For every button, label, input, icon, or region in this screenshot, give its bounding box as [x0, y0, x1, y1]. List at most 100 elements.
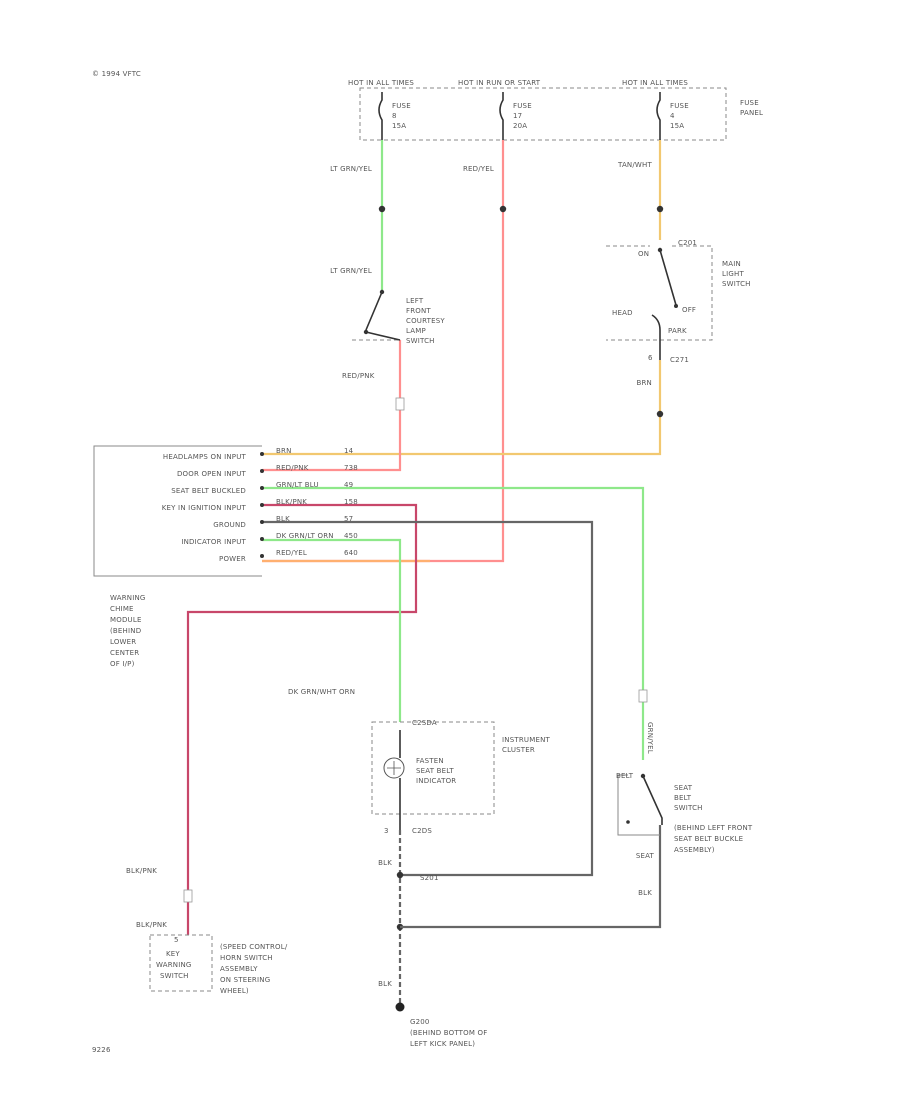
- seat-belt-switch-outline: [617, 774, 660, 836]
- indicator-label-2: SEAT BELT: [416, 767, 454, 775]
- light-switch-on-label: ON: [638, 250, 649, 258]
- cluster-connector-bot: C2DS: [412, 827, 432, 835]
- module-input-label: INDICATOR INPUT: [181, 538, 246, 546]
- diagram-code: 9226: [92, 1046, 111, 1054]
- fuse-17-name: FUSE: [513, 102, 532, 110]
- module-desc-7: OF I/P): [110, 660, 135, 668]
- module-pin-wire-color: RED/YEL: [276, 549, 307, 557]
- key-switch-label-3: SWITCH: [160, 972, 189, 980]
- wire-label-grn-yel: GRN/YEL: [646, 722, 654, 754]
- wire-label-tan-wht: TAN/WHT: [617, 161, 653, 169]
- light-switch-park-label: PARK: [668, 327, 687, 335]
- light-switch-connector-bot: C271: [670, 356, 689, 364]
- fuse-4-symbol: [656, 92, 661, 140]
- light-switch-blade-2: [651, 314, 661, 360]
- hot-label-2: HOT IN RUN OR START: [458, 79, 541, 87]
- left-front-courtesy-lamp-switch: LEFT FRONT COURTESY LAMP SWITCH: [352, 289, 445, 345]
- module-desc-3: MODULE: [110, 616, 142, 624]
- seat-belt-inline-connector: [638, 689, 648, 703]
- light-switch-name-2: LIGHT: [722, 270, 744, 278]
- hot-label-1: HOT IN ALL TIMES: [348, 79, 414, 87]
- module-desc-1: WARNING: [110, 594, 146, 602]
- module-pin-number: 738: [344, 464, 358, 472]
- courtesy-label-1: LEFT: [406, 297, 424, 305]
- splice-brn: [656, 410, 664, 418]
- wire-red-pnk: [262, 340, 402, 472]
- splice-label-s201: S201: [420, 874, 439, 882]
- module-input-label: DOOR OPEN INPUT: [177, 470, 247, 478]
- wire-blk-ground: [262, 520, 594, 877]
- hot-label-3: HOT IN ALL TIMES: [622, 79, 688, 87]
- seat-belt-connector: SEAT: [636, 852, 655, 860]
- module-pin-number: 49: [344, 481, 353, 489]
- wire-label-dk-grn-wht: DK GRN/WHT ORN: [288, 688, 355, 696]
- seat-belt-label-2: BELT: [674, 794, 692, 802]
- cluster-connector-top: C2SDA: [412, 719, 437, 727]
- instrument-cluster: C2SDA FASTEN SEAT BELT INDICATOR INSTRUM…: [371, 719, 551, 835]
- light-switch-blade-1: [659, 249, 677, 306]
- module-pin-wire-color: BRN: [276, 447, 292, 455]
- fuse-panel-label-2: PANEL: [740, 109, 763, 117]
- light-switch-off-label: OFF: [682, 306, 696, 314]
- module-pin-dot: [260, 503, 264, 507]
- light-switch-head-label: HEAD: [612, 309, 633, 317]
- module-outline: [93, 445, 262, 577]
- wire-blk-pnk: [186, 503, 418, 935]
- module-pin-wire-color: GRN/LT BLU: [276, 481, 319, 489]
- module-pin-wire-color: BLK/PNK: [276, 498, 307, 506]
- fuse-8-amperage: 15A: [392, 122, 406, 130]
- fuse-panel-outline: [359, 87, 727, 141]
- wire-label-blk-3: BLK: [638, 889, 652, 897]
- wire-label-blk-pnk-2: BLK/PNK: [136, 921, 167, 929]
- seat-belt-label-3: SWITCH: [674, 804, 703, 812]
- seat-belt-switch: BELT SEAT BELT SWITCH (BEHIND LEFT FRONT…: [616, 772, 753, 860]
- module-pin-number: 14: [344, 447, 354, 455]
- key-switch-pin: 5: [174, 936, 179, 944]
- wire-brn: [262, 360, 662, 456]
- module-input-label: HEADLAMPS ON INPUT: [163, 453, 247, 461]
- fuse-17-symbol: [499, 92, 504, 140]
- indicator-label-3: INDICATOR: [416, 777, 456, 785]
- module-desc-4: (BEHIND: [110, 627, 141, 635]
- fuse-panel-label-1: FUSE: [740, 99, 759, 107]
- light-switch-name-1: MAIN: [722, 260, 741, 268]
- wire-label-lt-grn-yel-2: LT GRN/YEL: [330, 267, 372, 275]
- module-pin-number: 450: [344, 532, 358, 540]
- cluster-name-1: INSTRUMENT: [502, 736, 551, 744]
- wire-dk-grn-lt-orn: [262, 538, 402, 722]
- key-switch-outline: [149, 934, 213, 992]
- module-desc-2: CHIME: [110, 605, 134, 613]
- indicator-label-1: FASTEN: [416, 757, 444, 765]
- light-switch-connector-top: C201: [678, 239, 697, 247]
- splice-tan-wht: [656, 205, 664, 213]
- module-pin-wire-color: DK GRN/LT ORN: [276, 532, 334, 540]
- wire-label-red-pnk: RED/PNK: [342, 372, 375, 380]
- module-input-label: POWER: [219, 555, 246, 563]
- main-light-switch-outline: [606, 245, 713, 341]
- module-pin-wire-color: BLK: [276, 515, 290, 523]
- ground-symbol-icon: [395, 1002, 405, 1012]
- key-switch-desc-1: (SPEED CONTROL/: [220, 943, 288, 951]
- copyright-note: © 1994 VFTC: [92, 70, 141, 78]
- seat-belt-label-1: SEAT: [674, 784, 693, 792]
- fuse-8-number: 8: [392, 112, 397, 120]
- cluster-name-2: CLUSTER: [502, 746, 535, 754]
- lamp-filament-icon: [387, 761, 401, 775]
- main-light-switch: ON OFF HEAD PARK C201 C271 6 MAIN LIGHT …: [606, 239, 750, 364]
- cluster-outline: [371, 721, 495, 815]
- module-desc-6: CENTER: [110, 649, 139, 657]
- module-input-label: GROUND: [213, 521, 246, 529]
- wire-label-blk-1: BLK: [378, 859, 392, 867]
- wire-label-blk-2: BLK: [378, 980, 392, 988]
- seat-belt-label-5: SEAT BELT BUCKLE: [674, 835, 743, 843]
- light-switch-off-contact: [674, 304, 678, 308]
- key-inline-connector: [183, 889, 193, 903]
- seat-belt-label-6: ASSEMBLY): [674, 846, 715, 854]
- splice-s201: [396, 871, 404, 879]
- seat-belt-switch-contact: [626, 820, 630, 824]
- courtesy-label-2: FRONT: [406, 307, 431, 315]
- wire-label-red-yel: RED/YEL: [463, 165, 494, 173]
- fuse-4-amperage: 15A: [670, 122, 684, 130]
- key-switch-label-2: WARNING: [156, 961, 192, 969]
